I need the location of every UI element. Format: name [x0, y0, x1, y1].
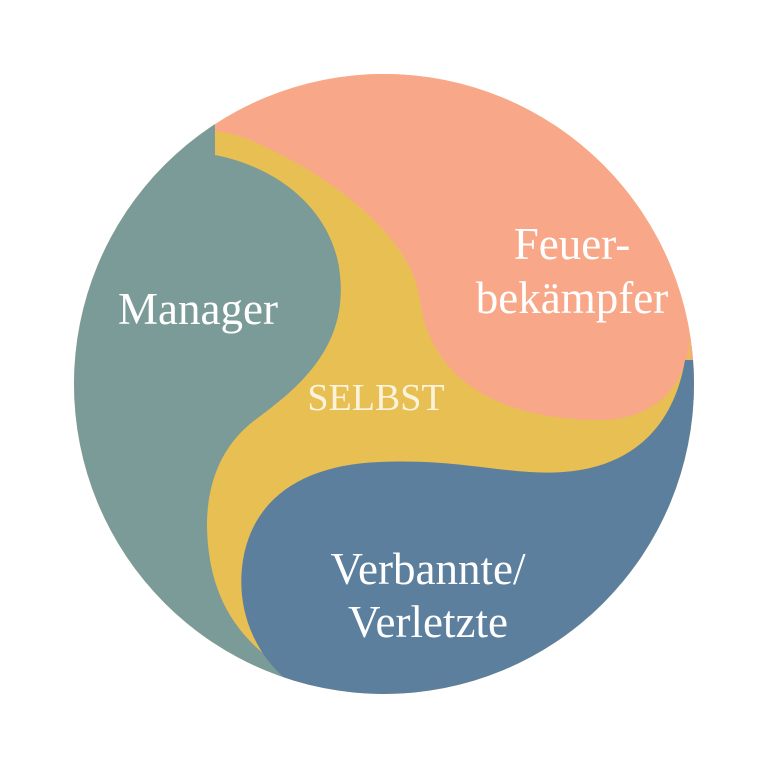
self-label: SELBST	[307, 377, 444, 419]
verbannte-label: Verbannte/	[331, 544, 526, 594]
feuerbekaempfer-label: Feuer-	[514, 219, 631, 269]
feuerbekaempfer-label: bekämpfer	[476, 273, 668, 323]
manager-label: Manager	[118, 284, 278, 334]
verletzte-label: Verletzte	[348, 597, 508, 647]
